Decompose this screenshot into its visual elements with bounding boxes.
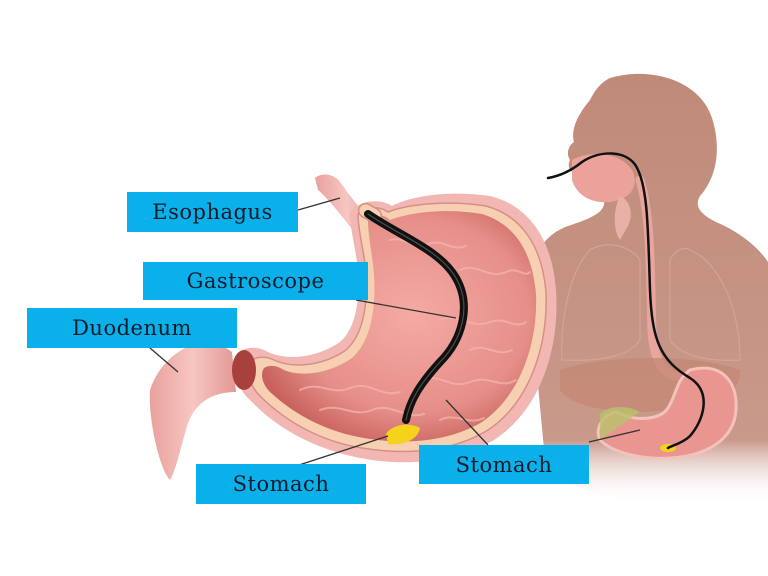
gastroscope-label: Gastroscope <box>143 262 368 300</box>
esophagus-label: Esophagus <box>127 192 298 232</box>
human-body-silhouette <box>529 73 768 505</box>
duodenum-label: Duodenum <box>27 308 237 348</box>
stomach-cross-section <box>232 193 557 463</box>
stomach-label-left: Stomach <box>196 464 366 504</box>
leader-lines <box>149 197 641 467</box>
duodenum-tube <box>149 340 236 480</box>
stomach-label-right: Stomach <box>419 445 589 484</box>
